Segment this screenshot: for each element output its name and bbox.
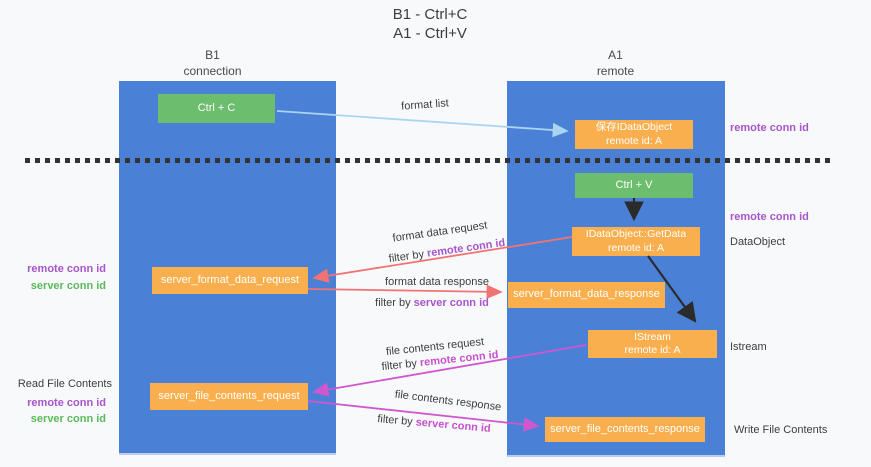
arrow-format-data-response: [307, 284, 503, 299]
node-server-format-data-response: server_format_data_response: [508, 282, 665, 308]
filter-by-text: filter by: [376, 413, 417, 429]
edge-label-file-contents-response: file contents response: [394, 388, 502, 414]
node-format-response-label: server_format_data_response: [513, 288, 660, 301]
node-istream: IStream remote id: A: [588, 330, 717, 358]
node-server-format-data-request: server_format_data_request: [152, 267, 308, 294]
edge-label-format-list: format list: [400, 97, 450, 113]
left-column-header: B1 connection: [150, 48, 275, 79]
dataobject-annotation: DataObject: [730, 236, 786, 248]
write-file-contents-annotation: Write File Contents: [734, 424, 828, 436]
node-save-idataobject-line1: 保存IDataObject: [595, 121, 673, 134]
dashed-separator-line: [25, 158, 833, 163]
node-istream-line2: remote id: A: [624, 344, 681, 356]
left-column-subtitle: connection: [183, 63, 242, 78]
left-server-conn-id-top: server conn id: [30, 280, 106, 292]
node-file-response-label: server_file_contents_response: [550, 422, 700, 435]
node-getdata-line1: IDataObject::GetData: [585, 228, 687, 241]
node-getdata-line2: remote id: A: [607, 241, 665, 254]
title-line-2: A1 - Ctrl+V: [393, 24, 467, 42]
node-server-file-contents-request: server_file_contents_request: [150, 383, 308, 410]
title-line-1: B1 - Ctrl+C: [392, 6, 468, 23]
edge-label-filter-server-format: filter by server conn id: [375, 297, 489, 309]
filter-by-text: filter by: [388, 247, 428, 266]
remote-conn-id-highlight: remote conn id: [426, 236, 506, 260]
right-remote-conn-id-top: remote conn id: [730, 122, 809, 134]
node-ctrl-c-label: Ctrl + C: [197, 101, 236, 114]
node-server-file-contents-response: server_file_contents_response: [545, 417, 705, 442]
left-remote-conn-id-bottom: remote conn id: [27, 397, 106, 409]
right-remote-conn-id-mid: remote conn id: [730, 211, 809, 223]
left-column-name: B1: [205, 48, 220, 62]
node-istream-line1: IStream: [634, 330, 671, 343]
node-file-request-label: server_file_contents_request: [158, 389, 300, 402]
node-save-idataobject: 保存IDataObject remote id: A: [575, 120, 693, 149]
edge-label-filter-server-file: filter by server conn id: [377, 413, 491, 435]
diagram-title: B1 - Ctrl+C A1 - Ctrl+V: [230, 6, 630, 44]
right-column-subtitle: remote: [596, 63, 635, 78]
node-format-request-label: server_format_data_request: [160, 273, 300, 286]
node-ctrl-v: Ctrl + V: [575, 173, 693, 198]
istream-annotation: Istream: [730, 341, 767, 353]
node-ctrl-c: Ctrl + C: [158, 94, 275, 123]
node-save-idataobject-line2: remote id: A: [605, 134, 663, 147]
edge-label-format-data-response: format data response: [385, 276, 489, 288]
node-idataobject-getdata: IDataObject::GetData remote id: A: [572, 227, 700, 256]
right-column-name: A1: [608, 48, 623, 62]
server-conn-id-highlight: server conn id: [415, 416, 492, 435]
read-file-contents-annotation: Read File Contents: [17, 378, 112, 390]
filter-by-text: filter by: [381, 357, 421, 374]
right-column-header: A1 remote: [553, 48, 678, 79]
left-server-conn-id-bottom: server conn id: [30, 413, 106, 425]
server-conn-id-highlight: server conn id: [413, 297, 489, 309]
left-remote-conn-id-top: remote conn id: [27, 263, 106, 275]
filter-by-text: filter by: [375, 297, 414, 309]
node-ctrl-v-label: Ctrl + V: [615, 178, 653, 191]
